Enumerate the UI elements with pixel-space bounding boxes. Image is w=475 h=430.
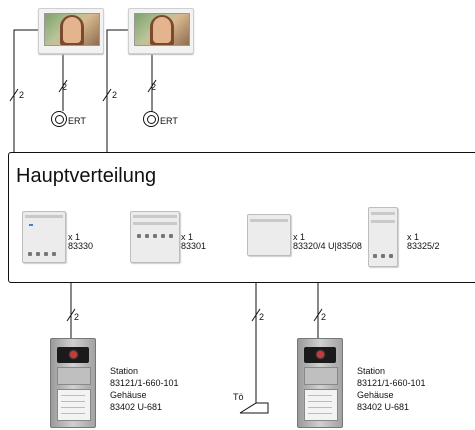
station-label: Gehäuse [110, 390, 147, 400]
wire-count-label: 2 [151, 82, 157, 92]
wire-tick [102, 88, 112, 102]
monitor-screen [134, 13, 190, 46]
wire-count-label: 2 [19, 90, 25, 100]
wire-count-label: 2 [74, 312, 80, 322]
name-plate [57, 389, 91, 421]
device-qty: x 1 [68, 232, 81, 242]
station-label: 83121/1-660-101 [357, 378, 426, 388]
indoor-monitor [38, 8, 104, 54]
ert-button-icon [51, 111, 67, 127]
wire-tick [313, 308, 323, 322]
box-title: Hauptverteilung [16, 165, 157, 187]
wire-monitor-2 [106, 29, 128, 152]
device-qty: x 1 [293, 232, 306, 242]
din-device-83330 [22, 211, 66, 263]
device-code: 83301 [181, 241, 207, 251]
name-plate [304, 389, 338, 421]
camera-icon [57, 347, 89, 363]
ert-button-icon [143, 111, 159, 127]
wire-tick [251, 308, 261, 322]
wire-tick [147, 79, 157, 93]
door-opener-symbol [239, 402, 269, 414]
device-code: 83325/2 [407, 241, 440, 251]
speaker-grille [304, 367, 338, 385]
device-code: 83330 [68, 241, 94, 251]
wire-count-label: 2 [62, 82, 68, 92]
wire-tick [9, 88, 19, 102]
din-device-83325 [368, 207, 398, 267]
station-label: Station [357, 366, 386, 376]
wire-monitor-1 [13, 29, 38, 152]
camera-icon [304, 347, 336, 363]
station-label: Station [110, 366, 139, 376]
din-device-83301 [130, 211, 180, 263]
wire-count-label: 2 [112, 90, 118, 100]
station-label: 83121/1-660-101 [110, 378, 179, 388]
outdoor-station [50, 338, 96, 428]
device-code: 83320/4 U|83508 [293, 241, 362, 251]
station-label: 83402 U-681 [357, 402, 410, 412]
wire-tick [58, 79, 68, 93]
door-opener-label: Tö [233, 392, 244, 402]
device-qty: x 1 [181, 232, 194, 242]
ert-label: ERT [68, 116, 86, 126]
wire-count-label: 2 [259, 312, 265, 322]
station-label: 83402 U-681 [110, 402, 163, 412]
din-device-83320 [247, 214, 291, 256]
device-qty: x 1 [407, 232, 420, 242]
wire-tick [66, 308, 76, 322]
station-label: Gehäuse [357, 390, 394, 400]
outdoor-station [297, 338, 343, 428]
ert-label: ERT [160, 116, 178, 126]
monitor-screen [44, 13, 100, 46]
indoor-monitor [128, 8, 194, 54]
wire-count-label: 2 [321, 312, 327, 322]
speaker-grille [57, 367, 91, 385]
